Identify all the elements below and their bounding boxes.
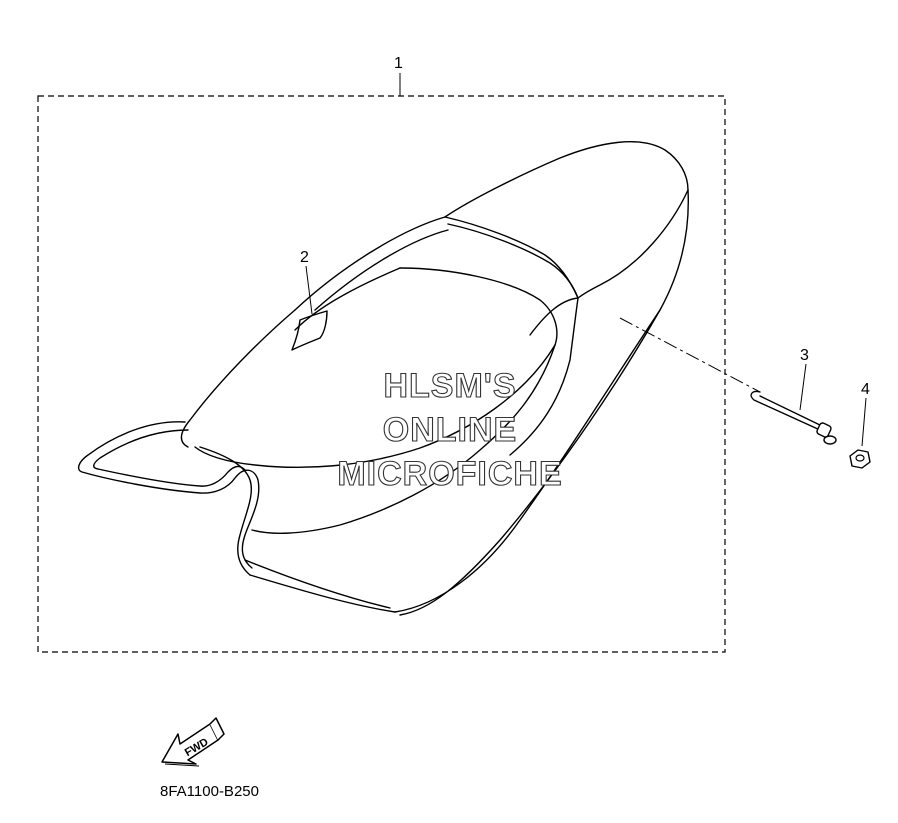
- watermark-line-2: ONLINE: [383, 411, 517, 449]
- watermark-line-3: MICROFICHE: [337, 455, 562, 493]
- callout-3: 3: [800, 347, 809, 364]
- forward-arrow-icon: FWD: [161, 717, 225, 767]
- alignment-line: [619, 317, 761, 393]
- nut-drawing: [849, 449, 871, 469]
- watermark-line-1: HLSM'S: [383, 367, 516, 405]
- seat-drawing: [77, 141, 689, 616]
- callout-1: 1: [394, 55, 403, 72]
- callout-2-leader: [305, 265, 313, 315]
- callout-4: 4: [861, 381, 870, 398]
- seat-hook-bolt-drawing: [750, 390, 837, 445]
- callout-4-leader: [861, 397, 867, 447]
- diagram-code: 8FA1100-B250: [160, 783, 259, 800]
- callout-2: 2: [300, 249, 309, 266]
- callout-3-leader: [799, 363, 807, 411]
